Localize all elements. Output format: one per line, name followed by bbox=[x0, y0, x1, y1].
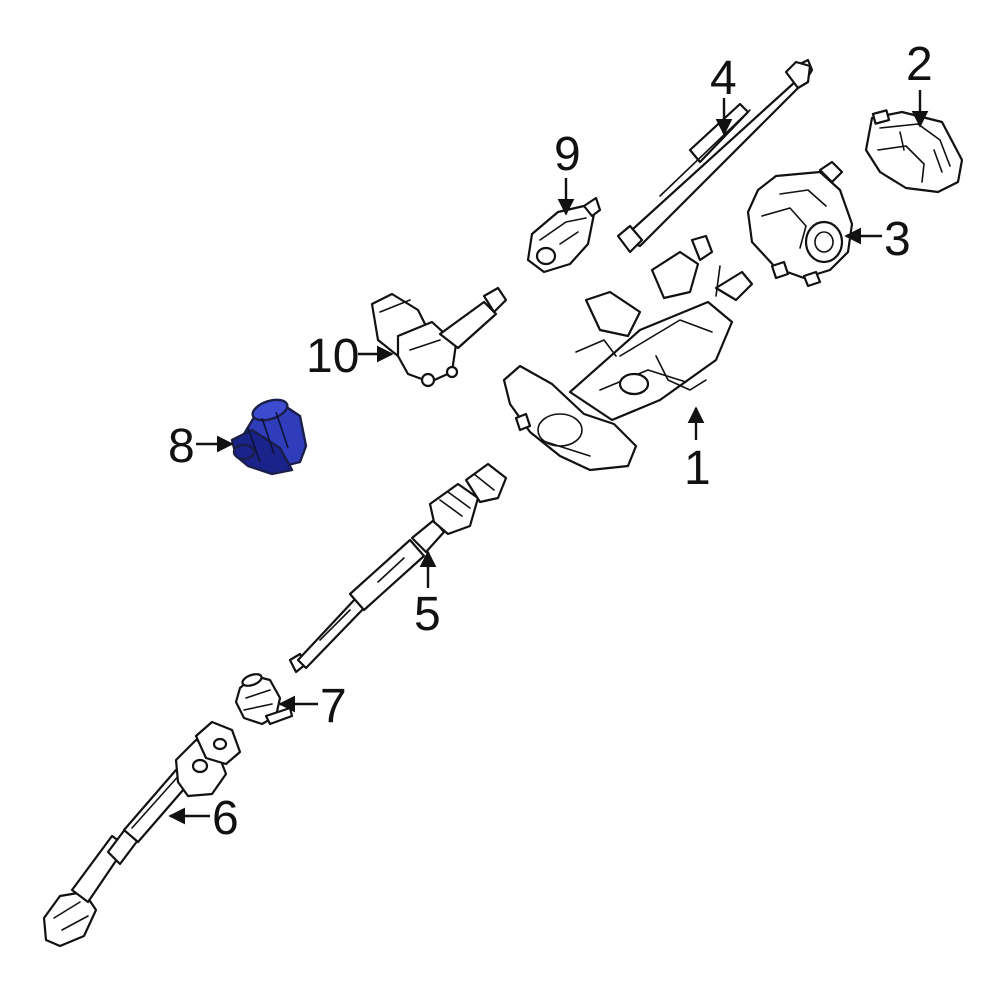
part-8-bushing-highlighted[interactable] bbox=[230, 396, 308, 476]
callout-9: 9 bbox=[554, 128, 581, 181]
callout-3: 3 bbox=[884, 213, 911, 266]
callout-labels: 1 2 3 4 5 6 7 8 9 10 bbox=[168, 38, 933, 845]
callout-5: 5 bbox=[414, 588, 441, 641]
callout-2: 2 bbox=[906, 38, 933, 91]
callout-4: 4 bbox=[710, 52, 737, 105]
callout-1: 1 bbox=[684, 442, 711, 495]
part-6-lower-shaft[interactable] bbox=[42, 720, 242, 948]
part-3-lock-housing[interactable] bbox=[746, 160, 854, 288]
callout-8: 8 bbox=[168, 420, 195, 473]
callout-leaders bbox=[168, 90, 929, 825]
part-10-tilt-motor[interactable] bbox=[370, 286, 508, 388]
part-2-switch-housing[interactable] bbox=[864, 109, 964, 194]
callout-7: 7 bbox=[320, 680, 347, 733]
part-9-switch[interactable] bbox=[526, 196, 602, 274]
part-5-upper-shaft[interactable] bbox=[288, 462, 508, 674]
part-7-boot-seal[interactable] bbox=[234, 672, 294, 726]
callout-10: 10 bbox=[306, 330, 359, 383]
part-1-steering-column[interactable] bbox=[502, 234, 754, 472]
callout-6: 6 bbox=[212, 792, 239, 845]
